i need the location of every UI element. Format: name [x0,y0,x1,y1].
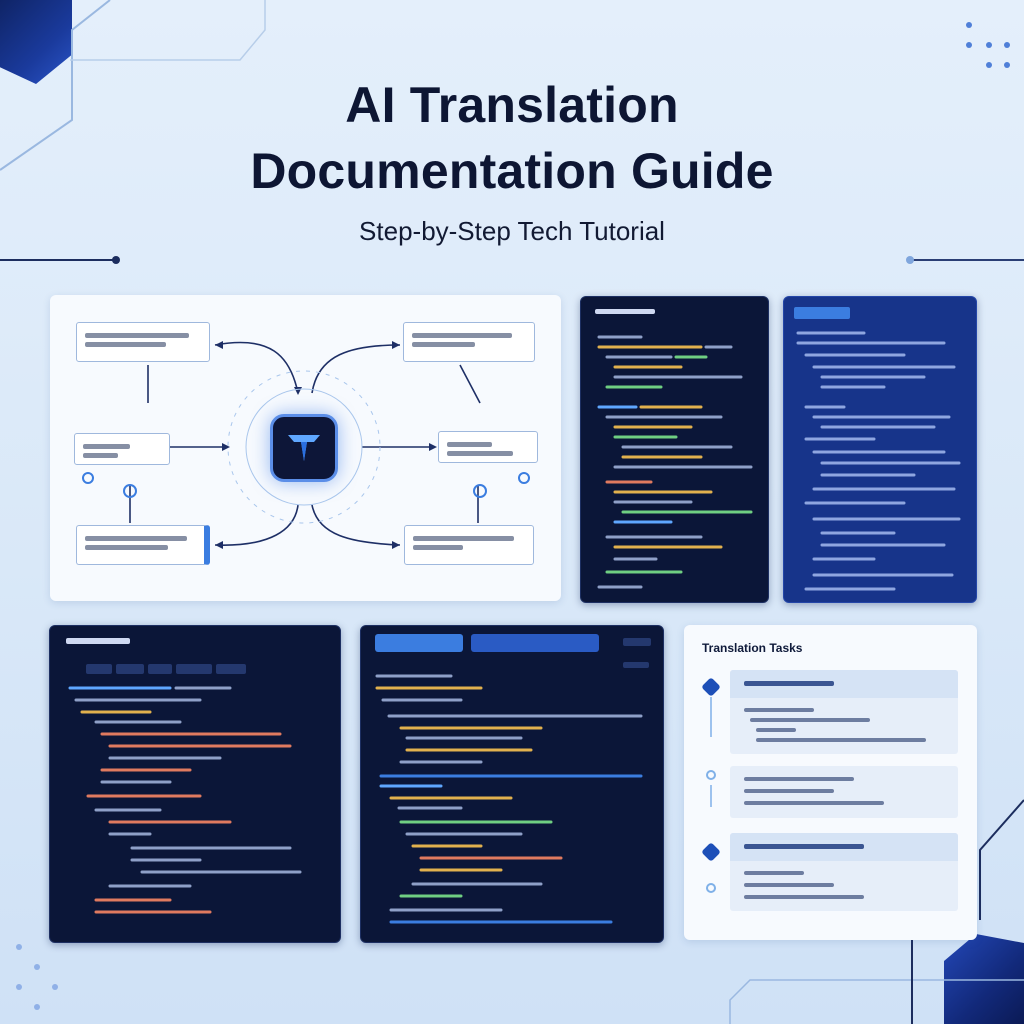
toolbar-chip[interactable] [148,664,172,674]
timeline-node-icon [706,770,716,780]
title-line-2: Documentation Guide [250,143,774,199]
divider-dot [906,256,914,264]
diagram-node [404,525,534,565]
translation-tasks-card: Translation Tasks [684,625,977,940]
diagram-node [76,525,210,565]
circuit-lines-decoration [729,940,1024,1024]
code-editor-panel [783,296,977,603]
toolbar-chip[interactable] [116,664,144,674]
task-block[interactable] [730,833,958,911]
window-controls[interactable] [623,638,651,646]
toolbar-chip[interactable] [216,664,246,674]
code-lines [796,331,961,591]
title-line-1: AI Translation [345,77,679,133]
diagram-node [438,431,538,463]
code-editor-panel [360,625,664,943]
code-lines [68,686,302,914]
page-subtitle: Step-by-Step Tech Tutorial [359,216,665,246]
translation-card-title: Translation Tasks [702,641,803,655]
divider-line-right [912,259,1024,261]
diagram-node [76,322,210,362]
timeline-node-icon [706,883,716,893]
corner-cube-decoration [944,934,1024,1024]
code-lines [597,335,753,589]
ai-translation-logo-icon [270,414,338,482]
diagram-node [403,322,535,362]
divider-line-left [0,259,114,261]
code-editor-panel [49,625,341,943]
toolbar-chip[interactable] [176,664,212,674]
code-editor-panel [580,296,769,603]
editor-tab[interactable] [794,307,850,319]
toolbar-chip[interactable] [86,664,112,674]
diagram-node [74,433,170,465]
divider-dot [112,256,120,264]
timeline-line [710,697,712,807]
editor-tab-active[interactable] [375,634,463,652]
code-lines [375,674,643,924]
task-block[interactable] [730,766,958,818]
editor-tab[interactable] [471,634,599,652]
workflow-connectors [82,341,530,549]
page-title: AI Translation Documentation Guide [0,72,1024,204]
task-block[interactable] [730,670,958,754]
